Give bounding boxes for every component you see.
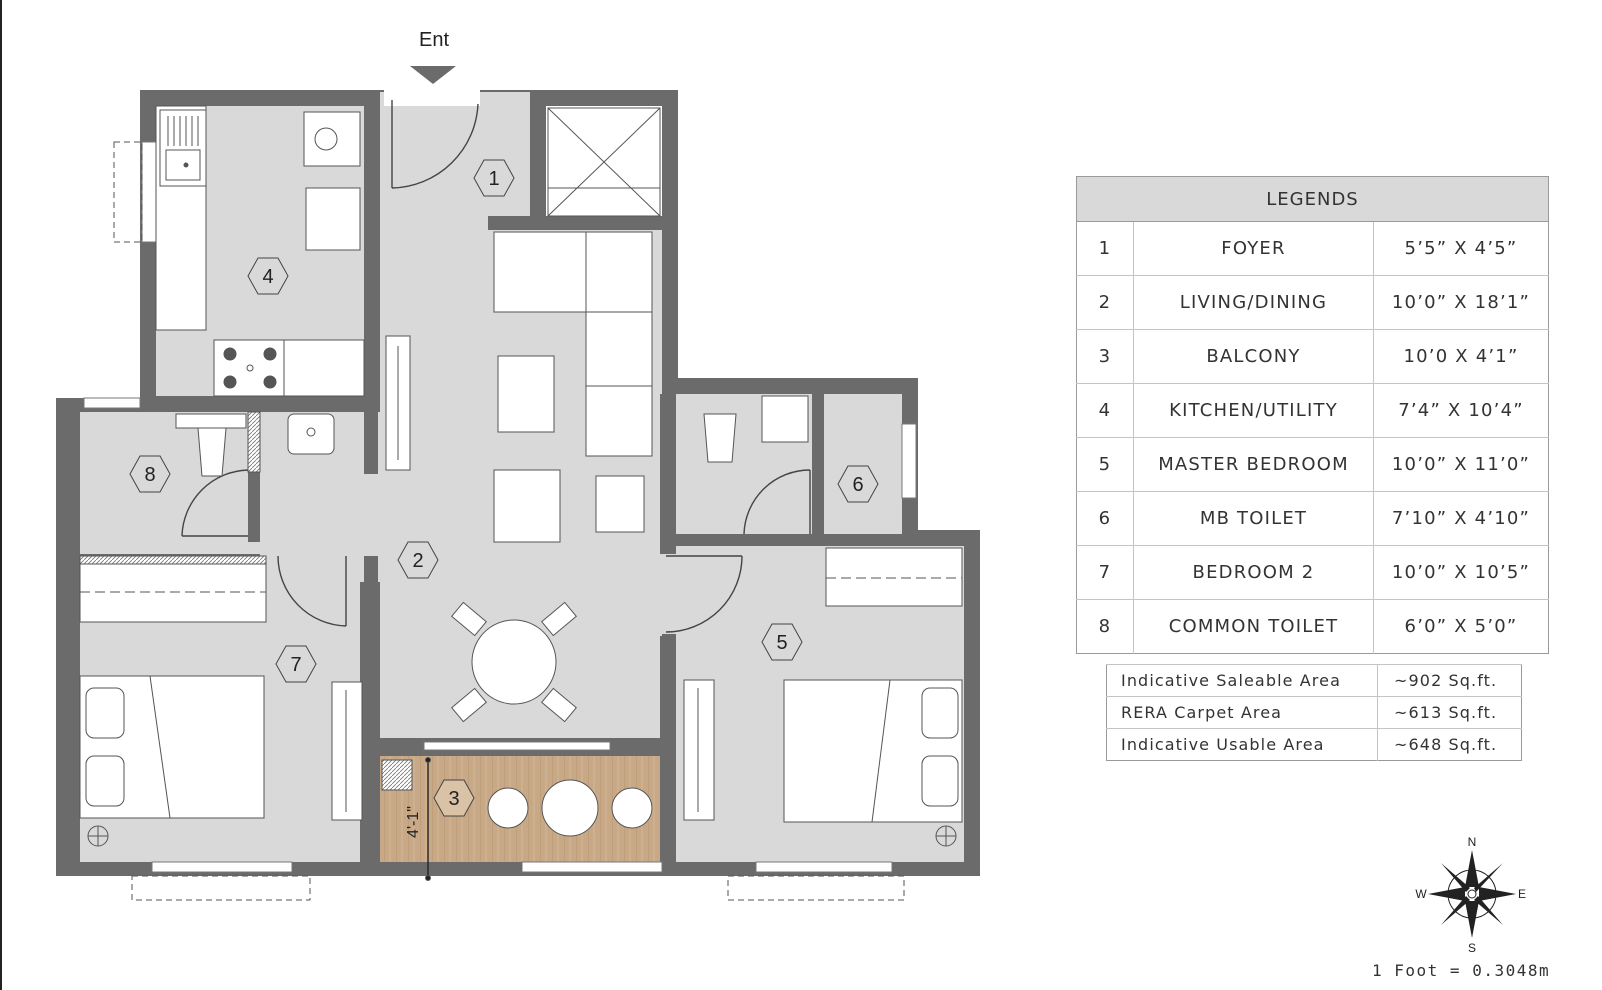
legend-number: 6 [1076,491,1134,546]
legend-dimension: 7’10” X 4’10” [1373,491,1549,546]
legend-number: 8 [1076,599,1134,654]
room-marker-2: 2 [397,541,439,579]
room-markers: 1 2 3 4 5 6 7 8 [129,159,879,817]
area-table: Indicative Saleable Area~902 Sq.ft. RERA… [1106,664,1522,761]
legend-dimension: 10’0” X 18’1” [1373,275,1549,330]
room-marker-4: 4 [247,257,289,295]
legend-number: 1 [1076,221,1134,276]
wardrobe [547,107,661,217]
internal-walls [156,106,964,862]
master-fixtures [683,395,963,847]
svg-text:4: 4 [262,266,273,288]
living-furniture [385,231,653,723]
compass-labels: N S E W [1415,835,1526,955]
wardrobe-icon [825,547,963,607]
legend-room-name: MB TOILET [1133,491,1374,546]
compass-east: E [1518,887,1526,901]
compass-rose-icon [1428,850,1516,938]
compass-south: S [1468,941,1476,955]
side-table-icon [595,475,645,533]
area-label: Indicative Saleable Area [1106,664,1378,697]
legend-number: 7 [1076,545,1134,600]
legend-dimension: 6’0” X 5’0” [1373,599,1549,654]
area-row: Indicative Usable Area~648 Sq.ft. [1106,728,1522,761]
kitchen-fixtures [155,105,365,397]
legend-dimension: 10’0” X 10’5” [1373,545,1549,600]
scale-note: 1 Foot = 0.3048m [1372,961,1551,980]
room-marker-5: 5 [761,623,803,661]
room-marker-7: 7 [275,645,317,683]
svg-text:6: 6 [852,474,863,496]
fridge-icon [305,187,361,251]
coffee-table-icon [497,355,555,433]
legend-room-name: FOYER [1133,221,1374,276]
svg-text:1: 1 [488,168,499,190]
wardrobe-icon [79,555,267,623]
windows [83,141,917,873]
legend-room-name: KITCHEN/UTILITY [1133,383,1374,438]
legend-room-name: BALCONY [1133,329,1374,384]
compass-west: W [1415,887,1427,901]
area-row: Indicative Saleable Area~902 Sq.ft. [1106,664,1522,697]
legend-number: 4 [1076,383,1134,438]
window-projections [113,141,905,901]
basin-icon [761,395,809,443]
legend-dimension: 10’0 X 4’1” [1373,329,1549,384]
legend-title: LEGENDS [1076,176,1549,222]
svg-text:2: 2 [412,550,423,572]
area-label: RERA Carpet Area [1106,696,1378,729]
bedroom2-furniture [79,555,363,847]
legend-room-name: MASTER BEDROOM [1133,437,1374,492]
svg-text:5: 5 [776,632,787,654]
legend-room-name: COMMON TOILET [1133,599,1374,654]
page-edge-rule [0,0,2,990]
entrance-opening [384,88,480,106]
svg-text:8: 8 [144,464,155,486]
area-value: ~613 Sq.ft. [1377,696,1522,729]
common-toilet-fixtures [175,411,335,477]
compass-north: N [1468,835,1477,849]
svg-text:3: 3 [448,788,459,810]
legend-room-name: BEDROOM 2 [1133,545,1374,600]
doors [181,100,811,633]
sofa-icon [493,231,587,313]
legend-dimension: 5’5” X 4’5” [1373,221,1549,276]
room-marker-1: 1 [473,159,515,197]
study-desk-icon [331,681,363,821]
area-value: ~648 Sq.ft. [1377,728,1522,761]
dining-table-icon [471,619,557,705]
balcony-furniture [381,757,653,881]
legend-room-name: LIVING/DINING [1133,275,1374,330]
legend-dimension: 7’4” X 10’4” [1373,383,1549,438]
study-desk-icon [683,679,715,821]
toilet-icon [703,413,737,463]
room-marker-8: 8 [129,455,171,493]
area-row: RERA Carpet Area~613 Sq.ft. [1106,696,1522,729]
legend-number: 2 [1076,275,1134,330]
toilet-icon [197,427,227,477]
legend-number: 5 [1076,437,1134,492]
legend-number: 3 [1076,329,1134,384]
area-label: Indicative Usable Area [1106,728,1378,761]
entrance-arrow-icon [410,66,456,84]
area-value: ~902 Sq.ft. [1377,664,1522,697]
legend-dimension: 10’0” X 11’0” [1373,437,1549,492]
room-marker-6: 6 [837,465,879,503]
room-marker-3: 3 [433,779,475,817]
entrance-label: Ent [419,29,449,51]
balcony-dimension-label: 4'-1" [405,806,422,838]
armchair-icon [493,469,561,543]
svg-text:7: 7 [290,654,301,676]
